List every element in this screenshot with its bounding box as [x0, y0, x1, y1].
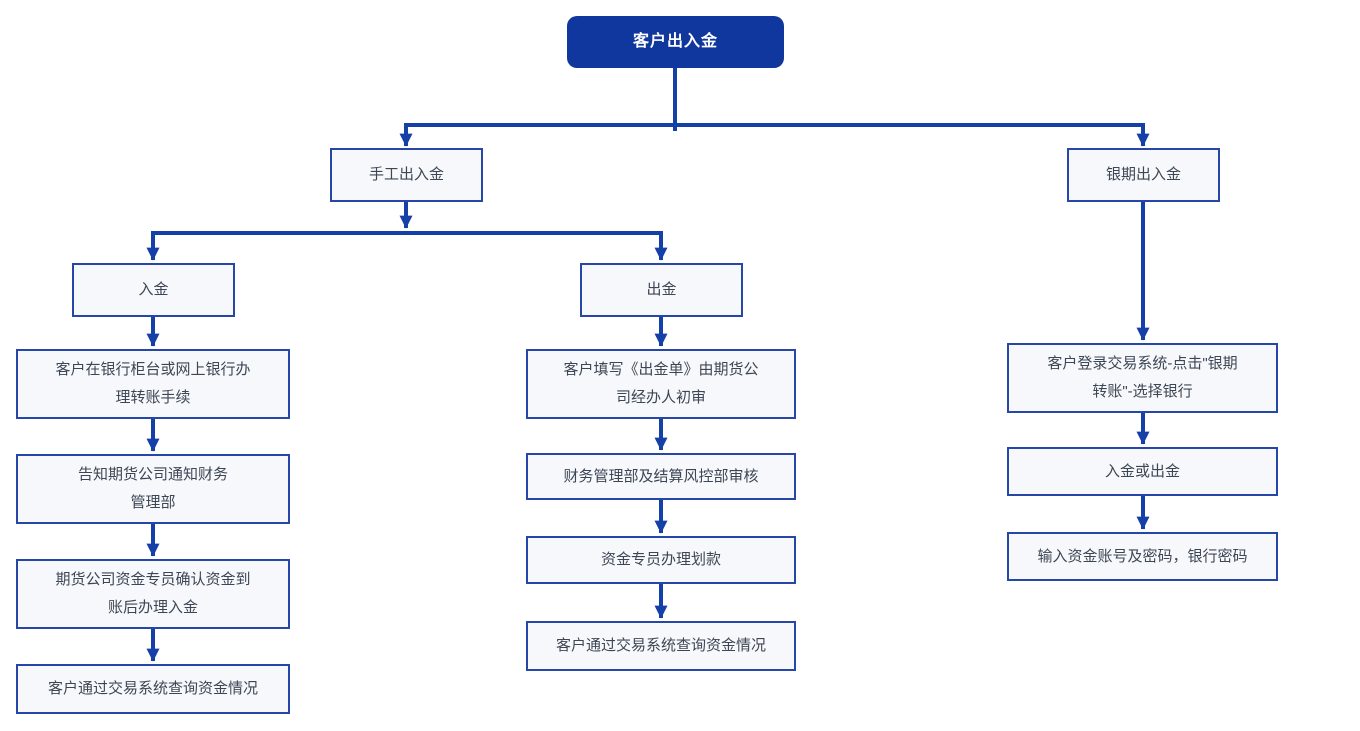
- node-bank-futures: 银期出入金: [1067, 148, 1220, 202]
- node-withdraw-step-2: 财务管理部及结算风控部审核: [526, 453, 796, 500]
- node-bank-step-2: 入金或出金: [1007, 447, 1278, 496]
- node-root: 客户出入金: [567, 16, 784, 68]
- node-withdraw-step-3: 资金专员办理划款: [526, 536, 796, 584]
- node-withdraw-step-1: 客户填写《出金单》由期货公 司经办人初审: [526, 349, 796, 419]
- node-deposit-step-2: 告知期货公司通知财务 管理部: [16, 454, 290, 524]
- node-withdraw: 出金: [580, 263, 743, 317]
- node-deposit: 入金: [72, 263, 235, 317]
- connector-manual-to-types: [146, 202, 668, 261]
- node-deposit-step-1: 客户在银行柜台或网上银行办 理转账手续: [16, 349, 290, 419]
- connector-root-to-branches: [399, 68, 1150, 147]
- node-bank-step-1: 客户登录交易系统-点击"银期 转账"-选择银行: [1007, 343, 1278, 413]
- node-manual: 手工出入金: [330, 148, 483, 202]
- node-deposit-step-3: 期货公司资金专员确认资金到 账后办理入金: [16, 559, 290, 629]
- node-deposit-step-4: 客户通过交易系统查询资金情况: [16, 664, 290, 714]
- node-withdraw-step-4: 客户通过交易系统查询资金情况: [526, 621, 796, 671]
- node-bank-step-3: 输入资金账号及密码，银行密码: [1007, 532, 1278, 581]
